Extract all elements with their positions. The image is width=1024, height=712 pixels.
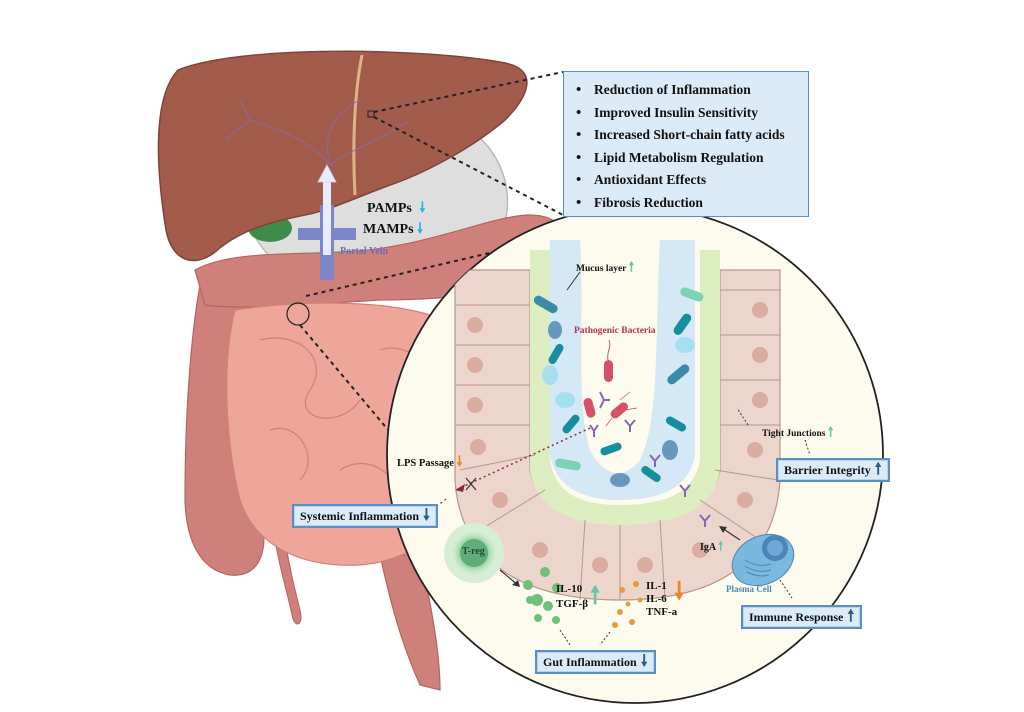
liver-zoom-marker bbox=[367, 110, 375, 118]
arrow-up-icon: 🠕 bbox=[718, 539, 724, 553]
barrier-integrity-box: Barrier Integrity 🠕 bbox=[776, 458, 890, 482]
mucus-layer bbox=[550, 240, 695, 500]
pathogenic-bacteria bbox=[583, 339, 638, 427]
tgfb-label: TGF-β bbox=[556, 598, 589, 610]
systemic-inflammation-box: Systemic Inflammation 🠗 bbox=[292, 504, 438, 528]
pro-inflammatory-labels: IL-1 IL-6 TNF-a bbox=[646, 580, 677, 619]
benefit-item: Increased Short-chain fatty acids bbox=[574, 124, 808, 147]
cell-nuclei bbox=[467, 302, 768, 573]
plasma-cell bbox=[731, 533, 795, 587]
il6-label: IL-6 bbox=[646, 593, 667, 605]
liver bbox=[157, 50, 528, 262]
benefit-item: Fibrosis Reduction bbox=[574, 192, 808, 215]
gut-inflammation-text: Gut Inflammation bbox=[543, 654, 637, 669]
tight-junctions-label: Tight Junctions 🠕 bbox=[762, 425, 833, 439]
systemic-inflammation-text: Systemic Inflammation bbox=[300, 508, 419, 523]
portal-vein-label: Portal Vein bbox=[340, 246, 389, 257]
pamps-text: PAMPs bbox=[367, 201, 412, 216]
arrow-up-icon: 🠕 bbox=[590, 583, 601, 609]
mucus-layer-text: Mucus layer bbox=[576, 264, 627, 274]
arrow-down-icon: 🠗 bbox=[419, 201, 426, 216]
il10-label: IL-10 bbox=[556, 583, 583, 595]
treg-nucleus bbox=[460, 539, 488, 567]
treg-label: T-reg bbox=[462, 546, 485, 557]
commensal-bacteria bbox=[533, 287, 704, 487]
pro-inflammatory-cytokines bbox=[612, 581, 643, 628]
colon-zoom-marker bbox=[286, 302, 310, 326]
iga-label: IgA 🠕 bbox=[700, 540, 723, 553]
benefit-item: Lipid Metabolism Regulation bbox=[574, 147, 808, 170]
benefit-item: Improved Insulin Sensitivity bbox=[574, 102, 808, 125]
brush-border bbox=[530, 250, 720, 525]
barrier-integrity-text: Barrier Integrity bbox=[784, 462, 871, 477]
mucus-layer-label: Mucus layer 🠕 bbox=[576, 260, 634, 274]
il1-label: IL-1 bbox=[646, 580, 667, 592]
gut-inflammation-box: Gut Inflammation 🠗 bbox=[535, 650, 656, 674]
gut-inflammation-pointers bbox=[559, 629, 611, 646]
arrow-down-icon: 🠗 bbox=[456, 455, 463, 470]
arrow-up-icon: 🠕 bbox=[827, 424, 834, 439]
cell-boundaries bbox=[455, 289, 780, 601]
liver-benefits-box: Reduction of Inflammation Improved Insul… bbox=[563, 71, 809, 217]
iga-text: IgA bbox=[700, 542, 716, 553]
liver-vessels bbox=[224, 99, 411, 166]
mamps-label: MAMPs 🠗 bbox=[363, 222, 423, 238]
immune-response-box: Immune Response 🠕 bbox=[741, 605, 863, 629]
lps-passage-text: LPS Passage bbox=[397, 458, 454, 469]
mamps-text: MAMPs bbox=[363, 222, 414, 237]
arrow-down-icon: 🠗 bbox=[417, 222, 424, 237]
lps-passage-label: LPS Passage 🠗 bbox=[397, 456, 463, 470]
anti-inflammatory-cytokines bbox=[523, 567, 562, 624]
benefit-item: Reduction of Inflammation bbox=[574, 79, 808, 102]
pathogenic-bacteria-label: Pathogenic Bacteria bbox=[574, 326, 656, 336]
lps-passage-path bbox=[431, 427, 591, 511]
portal-flow-arrow bbox=[317, 164, 337, 255]
arrow-up-icon: 🠕 bbox=[847, 608, 855, 625]
arrow-up-icon: 🠕 bbox=[874, 461, 882, 478]
tight-junction-pointer bbox=[736, 407, 811, 456]
anti-inflammatory-labels: IL-10 TGF-β bbox=[556, 582, 588, 612]
arrow-down-icon: 🠗 bbox=[674, 579, 685, 605]
mucus-pointer bbox=[566, 271, 581, 291]
arrow-up-icon: 🠕 bbox=[628, 259, 635, 274]
immune-response-text: Immune Response bbox=[749, 609, 844, 624]
arrow-down-icon: 🠗 bbox=[640, 653, 648, 670]
plasma-cell-label: Plasma Cell bbox=[726, 584, 772, 594]
arrow-down-icon: 🠗 bbox=[423, 507, 430, 524]
falciform-ligament bbox=[352, 54, 364, 196]
tight-junctions-text: Tight Junctions bbox=[762, 429, 826, 439]
iga-antibodies bbox=[589, 391, 711, 527]
pamps-label: PAMPs 🠗 bbox=[367, 201, 425, 217]
tnfa-label: TNF-a bbox=[646, 606, 678, 618]
benefit-item: Antioxidant Effects bbox=[574, 169, 808, 192]
